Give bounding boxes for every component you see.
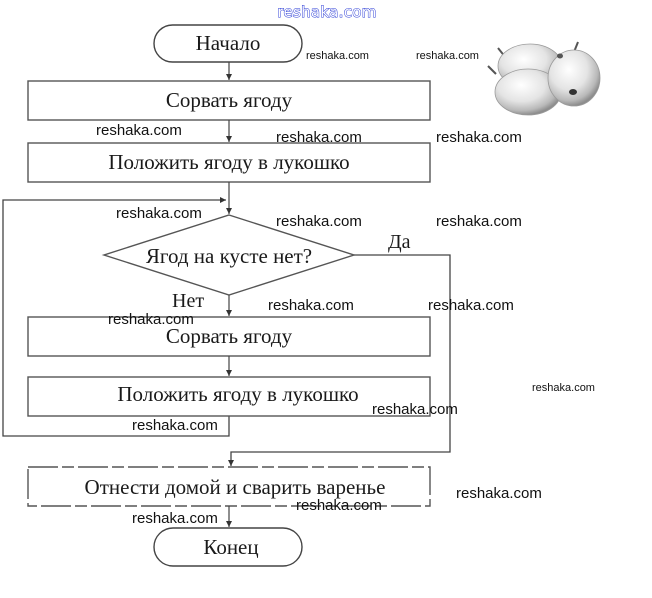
watermark: reshaka.com [436,213,522,230]
watermark: reshaka.com [132,417,218,434]
edge-yes [228,254,451,466]
branch-yes-label: Да [388,231,411,253]
watermark: reshaka.com [276,213,362,230]
pick-berry-1-label: Сорвать ягоду [166,88,293,112]
start-label: Начало [196,31,261,55]
berries-illustration-icon [487,41,601,116]
put-berry-2-label: Положить ягоду в лукошко [117,382,358,406]
branch-no-label: Нет [172,290,204,312]
watermark: reshaka.com [276,129,362,146]
process-pick-berry-2: Сорвать ягоду [27,316,431,357]
edge-loop-back [2,197,230,437]
watermark: reshaka.com [428,297,514,314]
watermark: reshaka.com [116,205,202,222]
cook-jam-label: Отнести домой и сварить варенье [85,475,386,499]
watermark: reshaka.com [532,382,595,394]
process-cook-jam: Отнести домой и сварить варенье [27,466,431,507]
start-terminal: Начало [153,24,303,63]
end-label: Конец [203,535,258,559]
watermark: reshaka.com [416,50,479,62]
watermark: reshaka.com [268,297,354,314]
watermark: reshaka.com [96,122,182,139]
decision-label: Ягод на кусте нет? [146,244,312,268]
process-put-berry-1: Положить ягоду в лукошко [27,142,431,183]
process-pick-berry-1: Сорвать ягоду [27,80,431,121]
watermark-top: reshaka.com [277,3,376,21]
watermark: reshaka.com [456,485,542,502]
end-terminal: Конец [153,527,303,567]
process-put-berry-2: Положить ягоду в лукошко [27,376,431,417]
watermark: reshaka.com [296,497,382,514]
put-berry-1-label: Положить ягоду в лукошко [108,150,349,174]
decision-no-berries: Ягод на кусте нет? [101,214,357,296]
watermark: reshaka.com [132,510,218,527]
watermark: reshaka.com [372,401,458,418]
watermark: reshaka.com [108,311,194,328]
watermark: reshaka.com [436,129,522,146]
pick-berry-2-label: Сорвать ягоду [166,324,293,348]
watermark: reshaka.com [306,50,369,62]
